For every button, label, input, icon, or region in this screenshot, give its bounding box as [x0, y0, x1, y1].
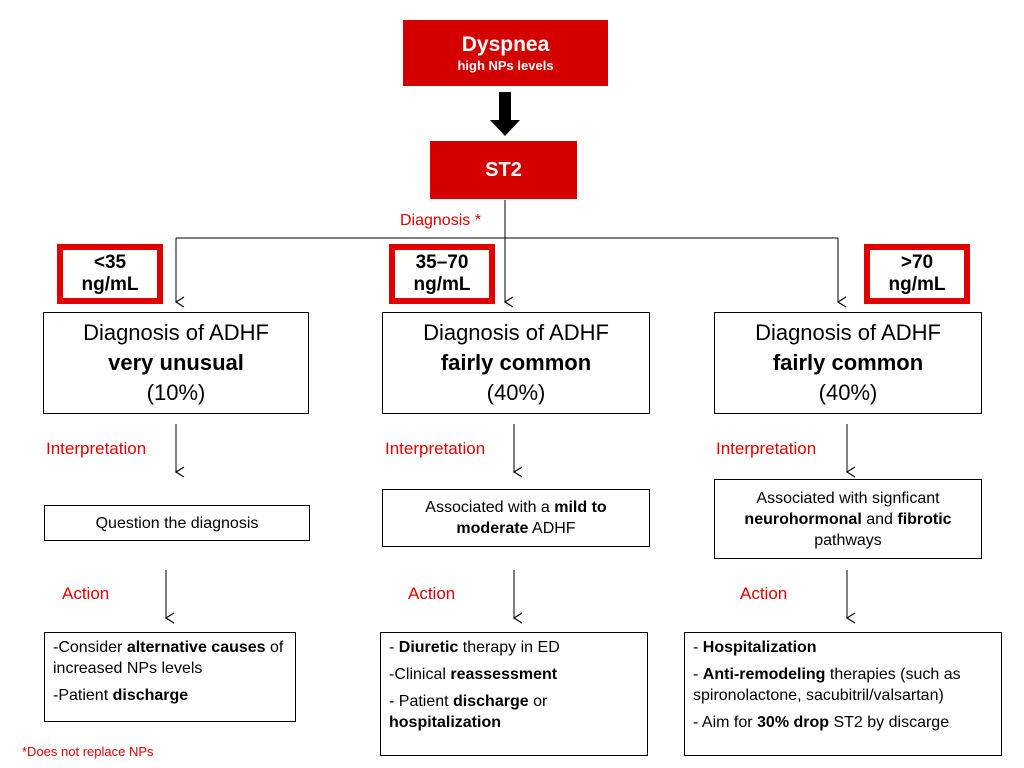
- diagnosis-percent: (40%): [818, 380, 878, 405]
- diagnosis-heading: Diagnosis of ADHF: [755, 320, 941, 345]
- interpretation-text: Question the diagnosis: [95, 514, 259, 532]
- dyspnea-subtitle: high NPs levels: [457, 58, 554, 73]
- st2-box: ST2: [430, 141, 577, 199]
- interpretation-text: Associated with a mild to moderate ADHF: [425, 499, 607, 537]
- threshold-high: >70 ng/mL: [864, 244, 970, 304]
- interpretation-label-mid: Interpretation: [385, 439, 486, 458]
- diagnosis-percent: (10%): [146, 380, 206, 405]
- action-item: -Consider alternative causes of increase…: [53, 639, 284, 677]
- interpretation-box-high: Associated with signficant neurohormonal…: [714, 479, 982, 559]
- threshold-high-unit: ng/mL: [888, 274, 946, 295]
- thick-arrow: [490, 92, 520, 136]
- threshold-low-unit: ng/mL: [81, 274, 139, 295]
- diagnosis-box-low: Diagnosis of ADHF very unusual (10%): [43, 312, 309, 414]
- diagnosis-likelihood: very unusual: [108, 350, 244, 375]
- threshold-mid: 35–70 ng/mL: [389, 244, 495, 304]
- action-item: -Patient discharge: [53, 687, 189, 704]
- threshold-mid-unit: ng/mL: [413, 274, 471, 295]
- action-item: - Hospitalization: [693, 639, 817, 656]
- diagnosis-box-mid: Diagnosis of ADHF fairly common (40%): [382, 312, 650, 414]
- action-item: -Clinical reassessment: [389, 666, 558, 683]
- threshold-low: <35 ng/mL: [57, 244, 163, 304]
- diagnosis-likelihood: fairly common: [440, 350, 592, 375]
- action-box-high: - Hospitalization - Anti-remodeling ther…: [684, 632, 1002, 756]
- threshold-mid-value: 35–70: [415, 252, 469, 273]
- interpretation-label-high: Interpretation: [716, 439, 817, 458]
- action-item: - Anti-remodeling therapies (such as spi…: [693, 666, 961, 704]
- threshold-low-value: <35: [93, 252, 127, 273]
- interpretation-text: Associated with signficant neurohormonal…: [744, 489, 952, 549]
- action-box-mid: - Diuretic therapy in ED -Clinical reass…: [380, 632, 648, 756]
- action-label-high: Action: [740, 584, 788, 603]
- action-item: - Aim for 30% drop ST2 by discarge: [693, 714, 950, 731]
- action-item: - Patient discharge or hospitalization: [389, 693, 548, 731]
- interpretation-box-mid: Associated with a mild to moderate ADHF: [382, 489, 650, 547]
- action-box-low: -Consider alternative causes of increase…: [44, 632, 296, 722]
- diagnosis-percent: (40%): [486, 380, 546, 405]
- diagnosis-box-high: Diagnosis of ADHF fairly common (40%): [714, 312, 982, 414]
- action-label-low: Action: [62, 584, 110, 603]
- interpretation-box-low: Question the diagnosis: [44, 505, 310, 541]
- diagnosis-likelihood: fairly common: [772, 350, 924, 375]
- action-label-mid: Action: [408, 584, 456, 603]
- action-item: - Diuretic therapy in ED: [389, 639, 560, 656]
- interpretation-label-low: Interpretation: [46, 439, 147, 458]
- diagnosis-heading: Diagnosis of ADHF: [423, 320, 609, 345]
- st2-label: ST2: [485, 158, 522, 181]
- threshold-high-value: >70: [900, 252, 934, 273]
- diagnosis-label: Diagnosis *: [400, 212, 481, 229]
- diagnosis-heading: Diagnosis of ADHF: [83, 320, 269, 345]
- dyspnea-title: Dyspnea: [461, 33, 550, 56]
- footnote: *Does not replace NPs: [22, 744, 154, 759]
- dyspnea-box: Dyspnea high NPs levels: [403, 20, 608, 86]
